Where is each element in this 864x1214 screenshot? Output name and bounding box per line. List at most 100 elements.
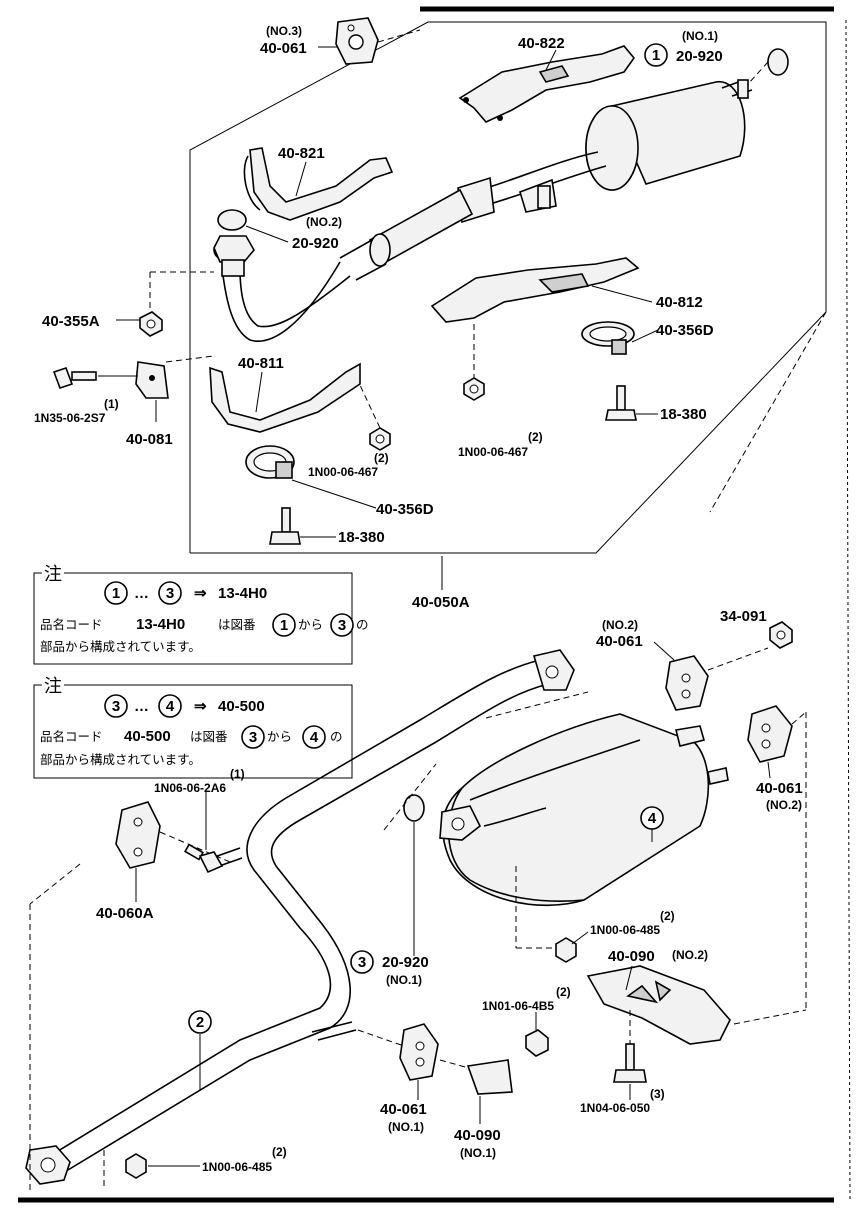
gasket-no1-top[interactable]	[767, 48, 789, 76]
svg-text:1: 1	[652, 47, 660, 64]
label-no2-bracket: (NO.2)	[672, 948, 708, 962]
note2-line2-from: 3	[249, 729, 257, 746]
rubber-hanger-no2-right[interactable]	[747, 705, 793, 763]
bolt-1n35-06-2s7[interactable]	[52, 366, 97, 390]
label-no1-hanger: (NO.1)	[388, 1120, 424, 1134]
label-no1-bottom: (NO.1)	[386, 973, 422, 987]
note2-title: 注	[44, 676, 62, 697]
label-1n00-485-qty-b: (2)	[272, 1145, 287, 1159]
label-1n00-485-a: 1N00-06-485	[590, 923, 660, 937]
rubber-hanger-no3[interactable]	[335, 17, 379, 65]
nut-1n00-06-467-right[interactable]	[463, 377, 485, 401]
note1-code: 13-4H0	[218, 585, 267, 602]
label-no3: (NO.3)	[266, 24, 302, 38]
note1-line2-pre: 品名コード	[40, 617, 103, 632]
front-pipe[interactable]	[213, 235, 351, 342]
heat-insulator-40-822[interactable]	[458, 45, 636, 123]
callout-3-bottom: 3	[350, 950, 374, 974]
label-no2-right: (NO.2)	[766, 798, 802, 812]
note1-from: 1	[112, 585, 120, 602]
note2-line3: 部品から構成されています。	[40, 752, 201, 767]
bracket-40-090-no2[interactable]	[586, 965, 731, 1045]
label-40-090-no2: 40-090	[608, 948, 655, 965]
nut-1n00-06-485-lower[interactable]	[125, 1153, 147, 1179]
label-40-081: 40-081	[126, 431, 173, 448]
note2-line2-end: の	[330, 729, 343, 744]
label-1n00-485-b: 1N00-06-485	[202, 1160, 272, 1174]
label-40-061-no3: 40-061	[260, 40, 307, 57]
label-40-356d-left: 40-356D	[376, 501, 434, 518]
label-1n00-467-qty-b: (2)	[528, 430, 543, 444]
note2-ellipsis: …	[134, 698, 149, 715]
note1-arrow: ⇒	[194, 585, 207, 602]
callout-2-pipe: 2	[188, 1010, 212, 1034]
label-1n00-467-qty-a: (2)	[374, 451, 389, 465]
label-40-060a: 40-060A	[96, 905, 154, 922]
intermediate-pipe-2[interactable]	[25, 649, 575, 1185]
note2-line2-to: 4	[310, 729, 319, 746]
label-40-061-no2-right: 40-061	[756, 780, 803, 797]
bolt-1n06-06-2a6[interactable]	[183, 843, 224, 874]
note2-to: 4	[166, 698, 175, 715]
note2-code: 40-500	[218, 698, 265, 715]
label-1n35-qty: (1)	[104, 397, 119, 411]
callout-4-muffler: 4	[640, 806, 664, 830]
bolt-18-380-lower[interactable]	[269, 507, 301, 545]
note2-line2-mid: は図番	[190, 729, 228, 744]
right-edge	[845, 19, 851, 1201]
label-40-061-no2-top: 40-061	[596, 633, 643, 650]
label-20-920-bottom: 20-920	[382, 954, 429, 971]
gasket-no1-bottom[interactable]	[403, 794, 425, 822]
label-40-811: 40-811	[238, 355, 284, 372]
label-34-091: 34-091	[720, 608, 767, 625]
label-1n04: 1N04-06-050	[580, 1101, 650, 1115]
label-no1-top: (NO.1)	[682, 29, 718, 43]
rear-muffler-upper[interactable]	[585, 79, 753, 191]
clamp-40-356d-lower[interactable]	[245, 445, 295, 479]
label-40-822: 40-822	[518, 35, 565, 52]
label-18-380-right: 18-380	[660, 406, 707, 423]
label-1n01-qty: (2)	[556, 985, 571, 999]
bracket-40-090-no1[interactable]	[466, 1059, 513, 1095]
center-pipe[interactable]	[339, 151, 607, 281]
svg-text:2: 2	[196, 1014, 204, 1031]
label-18-380-left: 18-380	[338, 529, 385, 546]
label-40-821: 40-821	[278, 145, 325, 162]
label-40-050a: 40-050A	[412, 594, 470, 611]
label-no1-bracket: (NO.1)	[460, 1146, 496, 1160]
bracket-40-081[interactable]	[135, 361, 169, 399]
main-muffler-4[interactable]	[439, 713, 729, 907]
label-1n01: 1N01-06-4B5	[482, 999, 554, 1013]
nut-1n00-06-485-upper[interactable]	[555, 937, 577, 963]
gasket-no2-mid[interactable]	[217, 209, 247, 231]
svg-text:3: 3	[358, 954, 366, 971]
nut-1n00-06-467-left[interactable]	[369, 427, 391, 451]
heat-insulator-40-821[interactable]	[243, 147, 394, 221]
note1-line2-mid: は図番	[218, 617, 256, 632]
label-1n06-qty: (1)	[230, 767, 245, 781]
note1-line2-to: 3	[338, 617, 346, 634]
note1-line3: 部品から構成されています。	[40, 639, 201, 654]
note1-title: 注	[44, 564, 62, 585]
note2-line2-kara: から	[267, 729, 292, 744]
label-1n00-467-a: 1N00-06-467	[308, 465, 378, 479]
note2-arrow: ⇒	[194, 698, 207, 715]
label-1n00-485-qty-a: (2)	[660, 909, 675, 923]
label-20-920-top: 20-920	[676, 48, 723, 65]
bolt-18-380-upper[interactable]	[605, 385, 637, 421]
rubber-hanger-no2-top[interactable]	[665, 655, 709, 711]
rubber-hanger-40-060a[interactable]	[115, 801, 161, 869]
nut-40-355a[interactable]	[139, 311, 163, 337]
rubber-hanger-no1[interactable]	[399, 1023, 439, 1081]
label-40-356d-right: 40-356D	[656, 322, 714, 339]
nut-34-091[interactable]	[769, 621, 793, 649]
heat-insulator-40-811[interactable]	[209, 362, 361, 433]
label-40-061-no1: 40-061	[380, 1101, 427, 1118]
heat-insulator-40-812[interactable]	[430, 257, 640, 323]
label-no2-hanger-top: (NO.2)	[602, 618, 638, 632]
nut-1n01-06-4b5[interactable]	[525, 1029, 549, 1057]
note1-line2-end: の	[356, 617, 369, 632]
clamp-40-356d-upper[interactable]	[581, 321, 635, 355]
note1-ellipsis: …	[134, 585, 149, 602]
